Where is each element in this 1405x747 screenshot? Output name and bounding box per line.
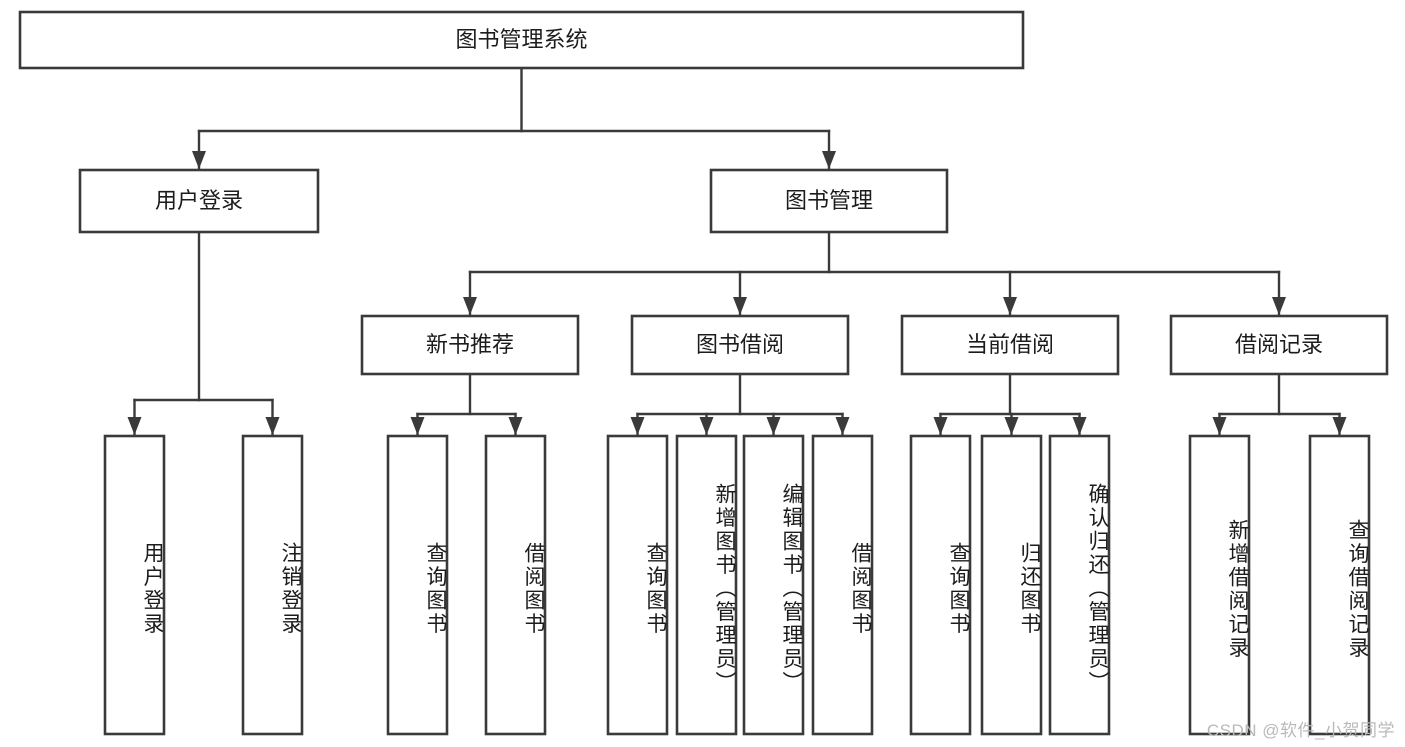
boxes-layer [18,10,1389,736]
arrow-head-icon [192,151,206,169]
arrow-head-icon [1072,417,1087,435]
node-leaf-新增借阅记录-11[interactable] [1188,434,1251,736]
arrow-head-icon [630,417,645,435]
watermark: CSDN @软件_小贺同学 [1206,721,1395,740]
node-level3-借阅记录[interactable] [1169,314,1389,376]
arrow-head-icon [1332,417,1347,435]
arrow-head-icon [1004,417,1019,435]
arrow-head-icon [265,417,280,435]
node-label-level3-3: 借阅记录 [1235,332,1323,357]
node-leaf-新增图书管理员-5[interactable] [675,434,738,736]
arrow-head-icon [766,417,781,435]
arrow-head-icon [835,417,850,435]
arrow-head-icon [410,417,425,435]
arrow-head-icon [1003,297,1017,315]
node-leaf-查询图书-8[interactable] [909,434,972,736]
node-leaf-借阅图书-3[interactable] [484,434,547,736]
arrow-head-icon [822,151,836,169]
arrow-head-icon [1272,297,1286,315]
arrow-head-icon [508,417,523,435]
node-leaf-借阅图书-7[interactable] [811,434,874,736]
node-label-level2-0: 用户登录 [155,188,243,213]
arrow-head-icon [1212,417,1227,435]
node-leaf-确认归还管理员-10[interactable] [1048,434,1111,736]
node-label-root: 图书管理系统 [455,27,587,52]
connectors-layer [127,66,1347,436]
node-label-level3-0: 新书推荐 [426,332,514,357]
node-leaf-用户登录-0[interactable] [103,434,166,736]
node-level3-图书借阅[interactable] [630,314,850,376]
node-label-level3-1: 图书借阅 [696,332,784,357]
arrow-head-icon [699,417,714,435]
arrow-head-icon [733,297,747,315]
node-level3-新书推荐[interactable] [360,314,580,376]
node-leaf-注销登录-1[interactable] [241,434,304,736]
arrow-head-icon [127,417,142,435]
node-leaf-归还图书-9[interactable] [980,434,1043,736]
node-leaf-查询图书-2[interactable] [386,434,449,736]
arrow-head-icon [933,417,948,435]
node-level2-用户登录[interactable] [78,168,320,234]
arrow-head-icon [463,297,477,315]
node-root-图书管理系统[interactable] [18,10,1025,70]
node-level3-当前借阅[interactable] [900,314,1120,376]
node-leaf-查询图书-4[interactable] [606,434,669,736]
node-leaf-编辑图书管理员-6[interactable] [742,434,805,736]
node-leaf-查询借阅记录-12[interactable] [1308,434,1371,736]
node-label-level2-1: 图书管理 [785,188,873,213]
node-label-level3-2: 当前借阅 [966,332,1054,357]
node-level2-图书管理[interactable] [709,168,949,234]
